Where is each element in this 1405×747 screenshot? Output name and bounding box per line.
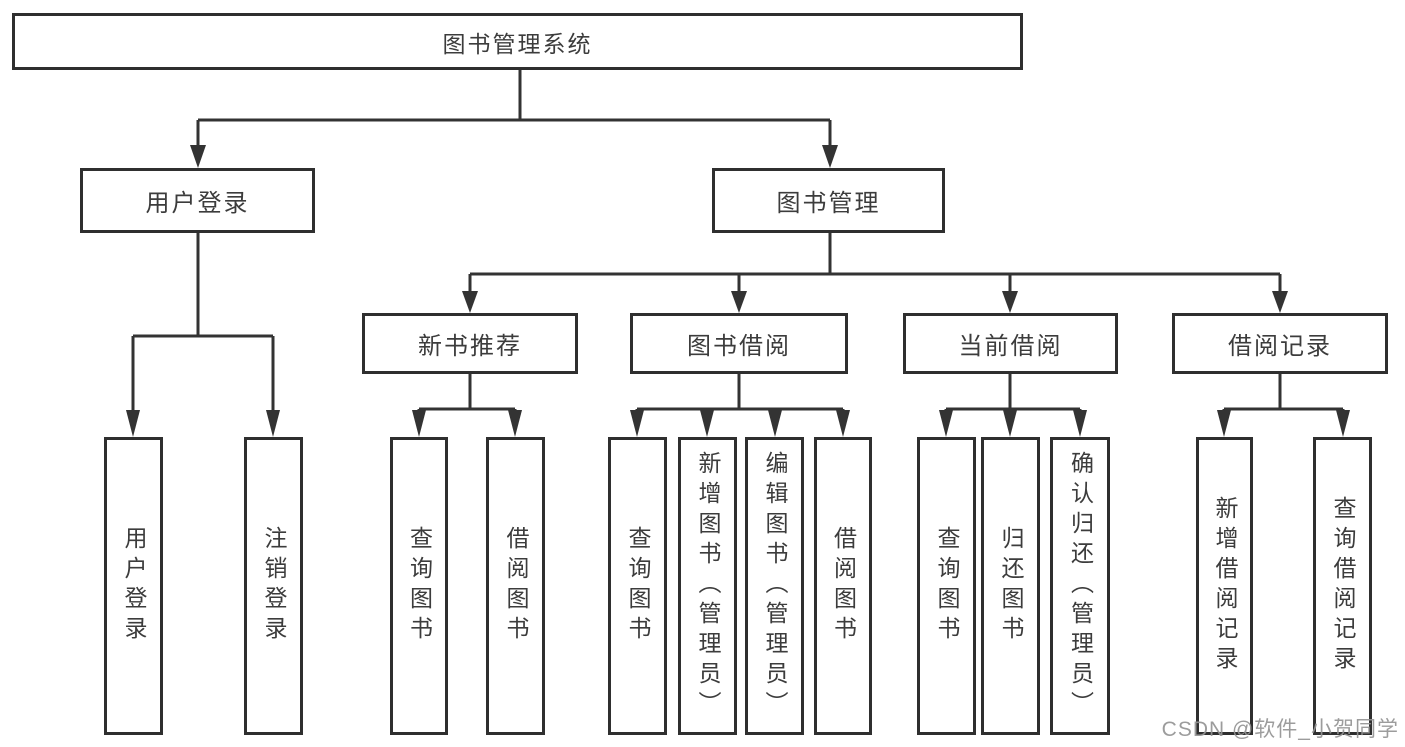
node-borrowing-records: 借阅记录	[1172, 313, 1388, 374]
connector-new-book-rec-children	[417, 374, 517, 414]
leaf-query-borrow-record: 查询借阅记录	[1313, 437, 1372, 735]
arrowheads	[126, 145, 1350, 437]
node-user-login: 用户登录	[80, 168, 315, 233]
connector-root-to-level2	[196, 70, 832, 150]
arrowhead-icon	[630, 410, 644, 437]
arrowhead-icon	[768, 410, 782, 437]
csdn-watermark: CSDN @软件_小贺同学	[1161, 718, 1399, 741]
arrowhead-icon	[190, 145, 206, 168]
leaf-add-borrow-record: 新增借阅记录	[1196, 437, 1253, 735]
leaf-query-books-current: 查询图书	[917, 437, 976, 735]
node-root-library-management-system: 图书管理系统	[12, 13, 1023, 70]
arrowhead-icon	[1002, 291, 1018, 313]
leaf-add-books-admin: 新增图书（管理员）	[678, 437, 737, 735]
leaf-query-books-rec: 查询图书	[390, 437, 448, 735]
arrowhead-icon	[1272, 291, 1288, 313]
leaf-return-books: 归还图书	[981, 437, 1040, 735]
node-current-borrowing: 当前借阅	[903, 313, 1118, 374]
arrowhead-icon	[1217, 410, 1231, 437]
leaf-confirm-return-admin: 确认归还（管理员）	[1050, 437, 1110, 735]
arrowhead-icon	[1003, 410, 1017, 437]
connector-borrow-records-children	[1222, 374, 1345, 414]
connector-user-login-children	[131, 233, 275, 414]
arrowhead-icon	[126, 410, 140, 437]
connector-lines	[131, 70, 1345, 414]
connector-book-mgmt-children	[468, 233, 1282, 295]
connector-book-borrow-children	[635, 374, 845, 414]
arrowhead-icon	[822, 145, 838, 168]
arrowhead-icon	[508, 410, 522, 437]
leaf-logout: 注销登录	[244, 437, 303, 735]
arrowhead-icon	[731, 291, 747, 313]
arrowhead-icon	[836, 410, 850, 437]
arrowhead-icon	[700, 410, 714, 437]
node-book-borrowing: 图书借阅	[630, 313, 848, 374]
leaf-query-books-borrow: 查询图书	[608, 437, 667, 735]
arrowhead-icon	[1336, 410, 1350, 437]
arrowhead-icon	[1073, 410, 1087, 437]
node-book-management: 图书管理	[712, 168, 945, 233]
arrowhead-icon	[412, 410, 426, 437]
arrowhead-icon	[939, 410, 953, 437]
connector-current-borrow-children	[944, 374, 1082, 414]
arrowhead-icon	[462, 291, 478, 313]
leaf-edit-books-admin: 编辑图书（管理员）	[745, 437, 804, 735]
arrowhead-icon	[266, 410, 280, 437]
node-new-book-recommendation: 新书推荐	[362, 313, 578, 374]
leaf-borrow-books: 借阅图书	[814, 437, 872, 735]
leaf-borrow-books-rec: 借阅图书	[486, 437, 545, 735]
leaf-user-login: 用户登录	[104, 437, 163, 735]
